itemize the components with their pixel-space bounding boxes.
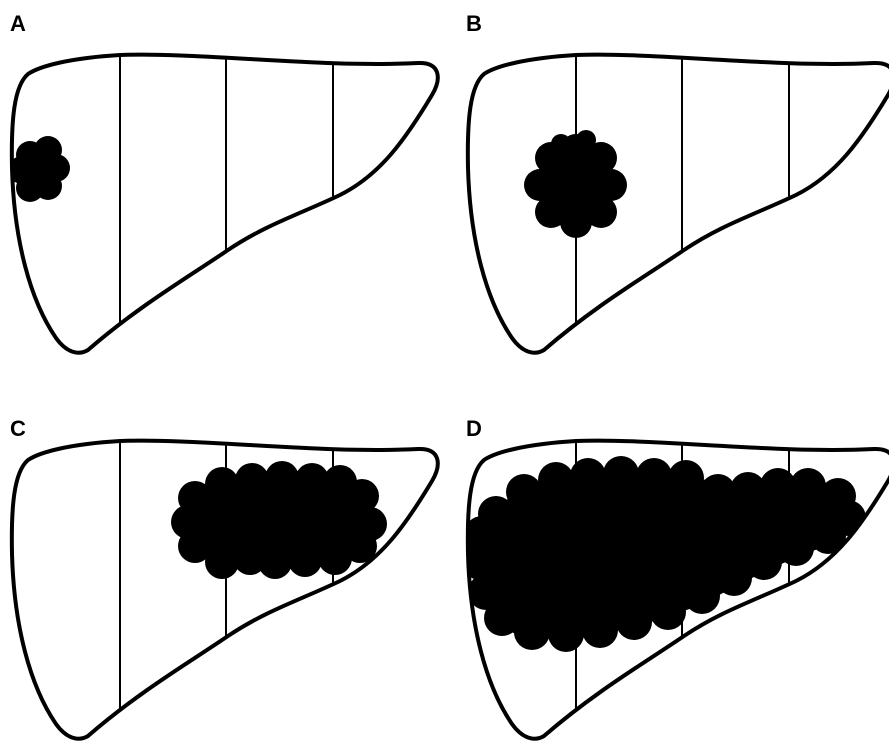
panel-d: [462, 426, 889, 743]
panel-b: [468, 40, 889, 380]
panel-c: [12, 426, 438, 743]
tumor-a: [8, 136, 70, 202]
panel-a: [8, 40, 438, 380]
tumor-d: [462, 456, 866, 652]
tumor-b: [524, 130, 627, 238]
tumor-c: [171, 461, 387, 579]
